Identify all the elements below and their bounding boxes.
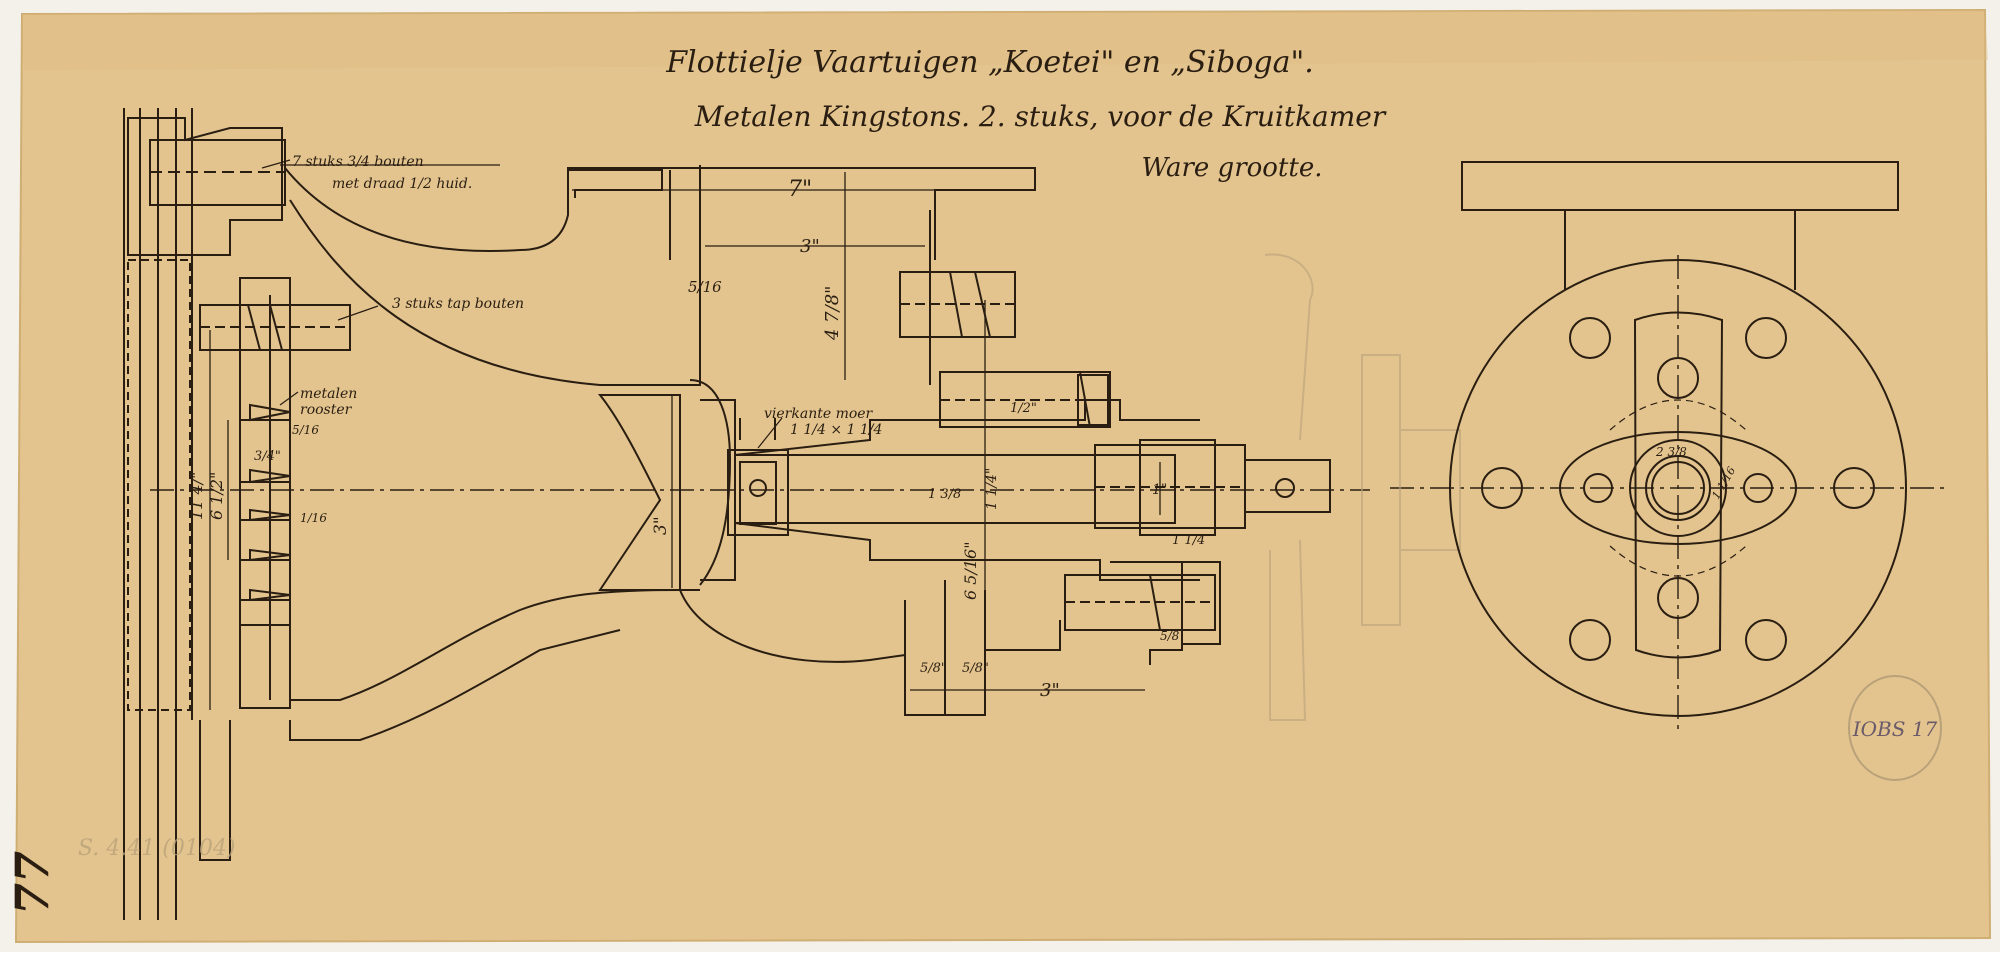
dim-5-8-right: 5/8" [962, 661, 989, 676]
dim-1-16: 1/16 [300, 511, 327, 525]
pencil-ghost [1264, 253, 1461, 721]
dim-4-7-8: 4 7/8" [822, 286, 843, 341]
paper-stain [22, 10, 1988, 70]
note-square-nut-b: 1 1/4 × 1 1/4 [790, 422, 882, 438]
annotations: 7 stuks 3/4 bouten met draad 1/2 huid. 3… [292, 154, 882, 438]
dim-11-4: 11 4/" [187, 472, 206, 520]
end-view [1449, 161, 1907, 717]
paper [14, 8, 1992, 944]
dim-5-16-small: 5/16 [292, 423, 319, 437]
dim-3-4: 3/4" [254, 449, 281, 464]
dim-5-8-left: 5/8" [920, 661, 947, 676]
dim-1: 1" [1152, 482, 1167, 498]
title-block: Flottielje Vaartuigen „Koetei" en „Sibog… [665, 45, 1387, 183]
dim-6-5: 6 1/2" [207, 472, 226, 520]
center-lines [150, 255, 1950, 730]
archive-stamp: IOBS 17 [1848, 675, 1942, 781]
title-line-1: Flottielje Vaartuigen „Koetei" en „Sibog… [665, 45, 1314, 80]
note-bolts-top-a: 7 stuks 3/4 bouten [292, 154, 424, 170]
dim-2-3-8: 2 3/8 [1655, 445, 1687, 459]
dim-3-center: 3" [651, 516, 671, 535]
dim-3-bottom: 3" [1040, 680, 1060, 701]
dim-3-top: 3" [800, 236, 820, 257]
dim-6-5-16: 6 5/16" [961, 541, 980, 600]
faint-pencil-note: S. 4.41 (0104) [78, 836, 235, 861]
note-square-nut-a: vierkante moer [764, 406, 874, 422]
dim-5-16-left: 5/16 [688, 278, 722, 296]
note-tap-bolts: 3 stuks tap bouten [392, 296, 524, 312]
dim-1-1-4-h: 1 1/4 [1172, 533, 1205, 548]
dimension-lines [209, 164, 1161, 715]
note-bolts-top-b: met draad 1/2 huid. [332, 176, 472, 192]
title-line-2: Metalen Kingstons. 2. stuks, voor de Kru… [694, 100, 1387, 133]
end-view-hidden [1609, 399, 1747, 577]
dim-1-1-4-v: 1 1/4" [984, 468, 1000, 510]
dimension-labels: 7" 3" 5/16 4 7/8" 11 4/" 6 1/2" 3/4" 5/1… [187, 177, 1738, 701]
title-line-3: Ware grootte. [1142, 153, 1323, 183]
note-grate-b: rooster [300, 402, 353, 418]
leader-lines [261, 159, 783, 449]
side-section-view [123, 108, 1331, 920]
sheet-number: 77 [5, 851, 59, 915]
dim-7: 7" [788, 177, 812, 202]
stamp-text: IOBS 17 [1852, 717, 1938, 741]
dim-1-3-8: 1 3/8 [928, 487, 961, 502]
dim-5-8-nut: 5/8 [1160, 629, 1180, 643]
dim-half: 1/2" [1010, 401, 1037, 416]
note-grate-a: metalen [300, 386, 357, 402]
